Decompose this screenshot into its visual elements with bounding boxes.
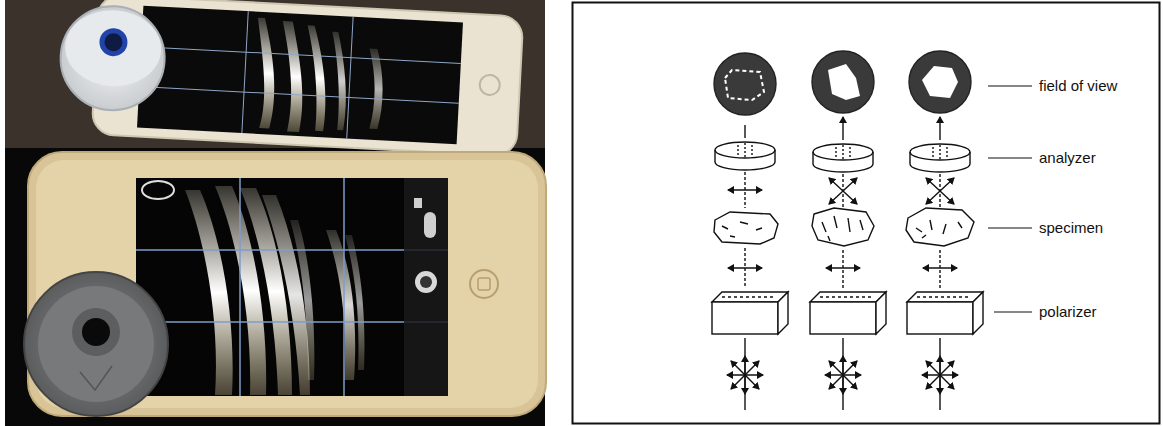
part-label: field of view — [1037, 77, 1119, 95]
part-label: analyzer — [1037, 149, 1098, 167]
part-label: polarizer — [1037, 303, 1099, 321]
part-label: specimen — [1037, 219, 1105, 237]
